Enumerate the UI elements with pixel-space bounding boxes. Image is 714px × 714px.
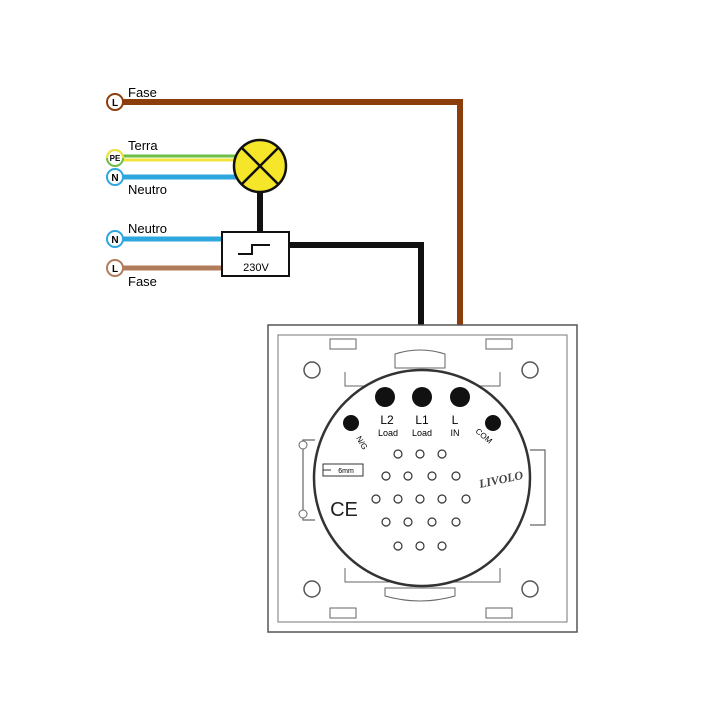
screw-hole <box>521 580 539 598</box>
screw-hole <box>303 361 321 379</box>
ce-mark: CE <box>330 499 358 521</box>
svg-text:N: N <box>111 235 118 246</box>
terminal-l2-sublabel: Load <box>378 428 398 438</box>
neutro-lamp-label: Neutro <box>128 182 167 197</box>
svg-text:L: L <box>112 264 118 275</box>
terminal-l-label: L <box>452 413 459 427</box>
n-lamp-connector-icon: N <box>106 168 124 186</box>
fase-supply-label: Fase <box>128 274 157 289</box>
strip-gauge-label: 6mm <box>338 468 354 475</box>
svg-text:L: L <box>112 98 118 109</box>
step-icon <box>238 244 270 255</box>
switch-module <box>312 368 532 588</box>
hole-grid <box>371 449 471 551</box>
svg-text:N: N <box>111 173 118 184</box>
terminal-ng <box>343 415 359 431</box>
fase-top-label: Fase <box>128 85 157 100</box>
n-supply-connector-icon: N <box>106 230 124 248</box>
terminal-l2 <box>375 387 395 407</box>
terminal-com <box>485 415 501 431</box>
transformer-box: 230V <box>221 231 290 277</box>
terminal-l1-label: L1 <box>415 413 429 427</box>
terminal-l1 <box>412 387 432 407</box>
terra-label: Terra <box>128 138 158 153</box>
l-top-connector-icon: L <box>106 93 124 111</box>
screw-hole <box>303 580 321 598</box>
neutro-supply-label: Neutro <box>128 221 167 236</box>
strip-gauge: 6mm <box>322 463 364 477</box>
screw-hole <box>521 361 539 379</box>
terminal-l <box>450 387 470 407</box>
svg-text:PE: PE <box>110 154 121 163</box>
pe-connector-icon: PE <box>106 149 124 167</box>
terminal-l2-label: L2 <box>380 413 394 427</box>
switch-plate <box>267 324 578 633</box>
terminal-l1-sublabel: Load <box>412 428 432 438</box>
fase-wire <box>122 99 463 395</box>
terminal-l-sublabel: IN <box>451 428 460 438</box>
transformer-voltage: 230V <box>243 262 269 274</box>
l-supply-connector-icon: L <box>106 259 124 277</box>
lamp-icon <box>232 138 288 194</box>
